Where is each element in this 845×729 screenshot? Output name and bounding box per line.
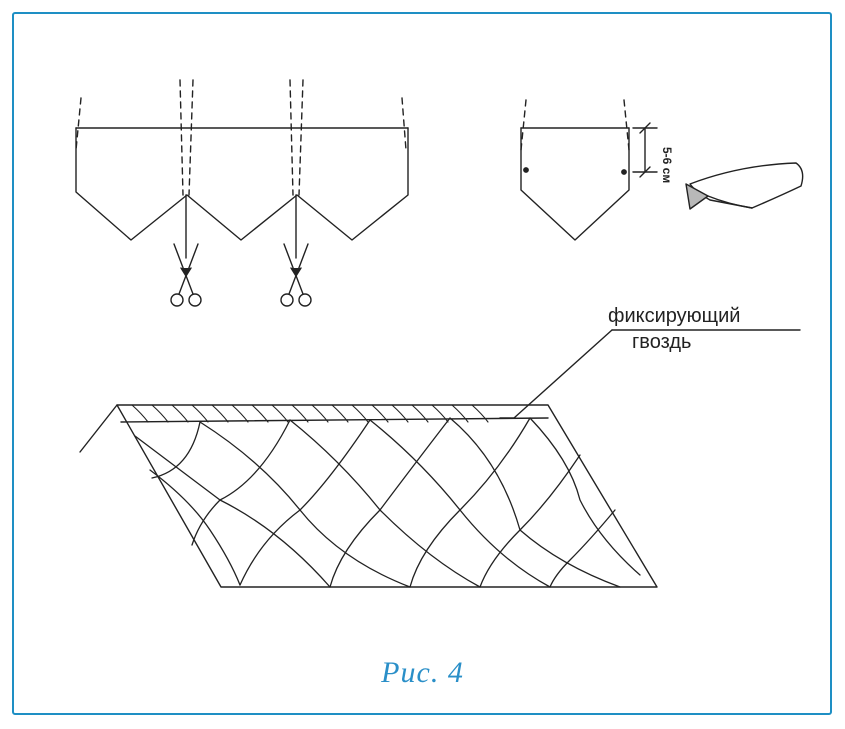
folded-scallop [685,162,804,210]
lattice-panel [79,404,658,588]
figure-caption: Рис. 4 [381,656,464,689]
nail-label-line2: гвоздь [632,331,692,353]
scalloped-strip [75,79,409,259]
single-scallop [520,99,658,241]
dimension-label: 5-6 см [660,146,674,184]
scissors-icon [280,243,312,307]
figure-frame [12,12,832,715]
scissors-icon [170,243,202,307]
nail-label-line1: фиксирующий [608,305,741,327]
